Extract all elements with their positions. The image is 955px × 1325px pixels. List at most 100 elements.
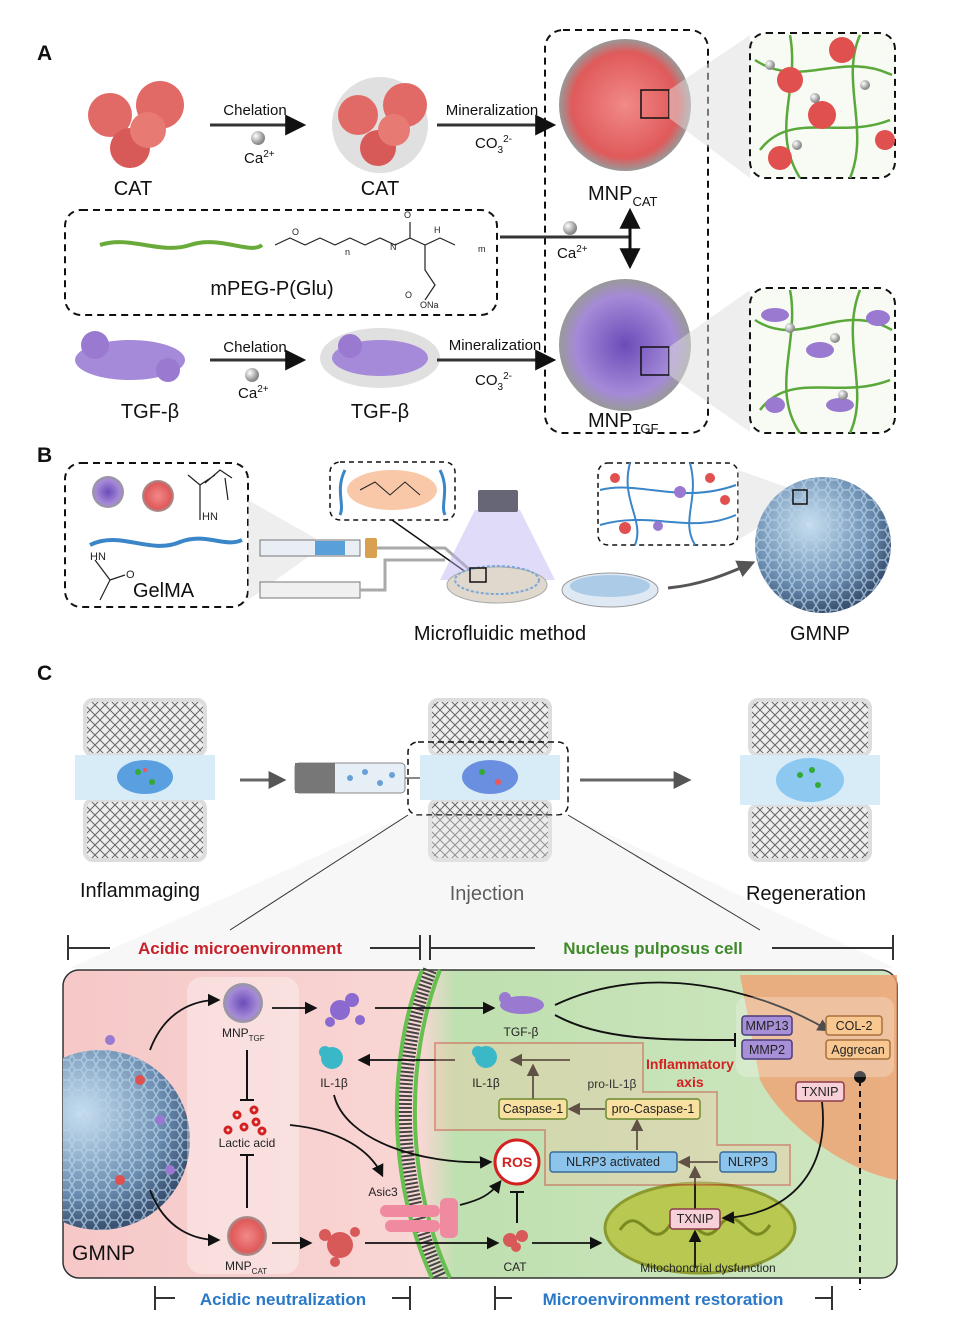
gelma-label: GelMA bbox=[133, 580, 195, 602]
svg-text:Aggrecan: Aggrecan bbox=[831, 1043, 885, 1057]
tgf-released-icon bbox=[325, 993, 365, 1027]
txnip-cell-box: TXNIP bbox=[795, 1081, 845, 1102]
txnip-mito-box: TXNIP bbox=[669, 1208, 721, 1230]
polymer-label: mPEG-P(Glu) bbox=[210, 278, 333, 300]
footer-microenvironment-restoration: Microenvironment restoration bbox=[543, 1290, 784, 1309]
mineralization-label-tgf: Mineralization bbox=[449, 337, 542, 354]
svg-text:MMP2: MMP2 bbox=[749, 1043, 785, 1057]
pathway-arrows bbox=[149, 981, 831, 1268]
asic3-label: Asic3 bbox=[368, 1185, 398, 1199]
mnp-tgf-label: MNPTGF bbox=[588, 410, 659, 436]
header-acidic-microenvironment: Acidic microenvironment bbox=[138, 939, 342, 958]
footer-bracket-left bbox=[154, 1286, 411, 1310]
gmnp-particle-icon bbox=[63, 1035, 190, 1230]
mnp-tgf-sphere bbox=[559, 279, 691, 411]
microfluidic-device-icon bbox=[440, 490, 659, 608]
nlrp3-box: NLRP3 bbox=[719, 1151, 777, 1173]
mnp-cat-icon bbox=[227, 1216, 267, 1256]
spine-injection-icon bbox=[407, 698, 569, 862]
aggrecan-box: Aggrecan bbox=[825, 1039, 891, 1060]
cat-label: CAT bbox=[114, 178, 153, 200]
pro-caspase1-box: pro-Caspase-1 bbox=[605, 1098, 701, 1120]
spine-inflammaging-icon bbox=[75, 698, 215, 862]
gmnp-detail-box bbox=[597, 462, 739, 546]
caspase1-box: Caspase-1 bbox=[498, 1098, 568, 1120]
header-bracket-left bbox=[67, 935, 421, 960]
inflammatory-axis-label-2: axis bbox=[676, 1074, 703, 1090]
collect-arrow bbox=[667, 560, 756, 590]
mitochondrial-dysfunction-label: Mitochondrial dysfunction bbox=[640, 1261, 775, 1275]
chelation-label-cat: Chelation bbox=[223, 102, 286, 119]
tgf-beta-cell-label: TGF-β bbox=[504, 1025, 539, 1039]
il1b-outside-icon bbox=[319, 1046, 343, 1069]
cat-released-icon bbox=[319, 1227, 360, 1267]
cat-cell-label: CAT bbox=[503, 1260, 527, 1274]
gmnp-zoom-cone bbox=[738, 470, 795, 540]
polymer-chain-icon bbox=[99, 240, 264, 250]
mnp-cat-detail-network bbox=[749, 32, 896, 179]
link-dot bbox=[854, 1071, 866, 1083]
mnp-tgf-detail-network bbox=[749, 287, 896, 434]
svg-text:pro-Caspase-1: pro-Caspase-1 bbox=[612, 1102, 695, 1116]
mnp-tgf-panel-label: MNPTGF bbox=[222, 1026, 265, 1043]
panel-label-c: C bbox=[37, 662, 52, 685]
lactic-acid-label: Lactic acid bbox=[219, 1136, 276, 1150]
calcium-ion-icon bbox=[245, 368, 259, 382]
calcium-label-tgf: Ca2+ bbox=[238, 384, 269, 402]
mnp-cat-panel-label: MNPCAT bbox=[225, 1259, 267, 1276]
cat-protein-icon bbox=[88, 81, 184, 168]
chelated-tgf-label: TGF-β bbox=[351, 401, 409, 423]
svg-text:NLRP3: NLRP3 bbox=[728, 1155, 768, 1169]
inflammatory-axis-label-1: Inflammatory bbox=[646, 1056, 734, 1072]
calcium-ion-icon bbox=[251, 131, 265, 145]
tgf-cell-icon bbox=[499, 992, 544, 1014]
footer-bracket-right bbox=[494, 1286, 833, 1310]
syringe-pumps-icon bbox=[259, 538, 471, 599]
crosslink-dashed-box bbox=[329, 461, 471, 576]
svg-text:ONa: ONa bbox=[420, 300, 439, 310]
svg-text:TXNIP: TXNIP bbox=[677, 1212, 714, 1226]
calcium-label-middle: Ca2+ bbox=[557, 244, 588, 262]
chelated-tgf-icon bbox=[320, 328, 440, 388]
calcium-label-cat: Ca2+ bbox=[244, 149, 275, 167]
gmnp-pores bbox=[755, 477, 891, 613]
mnp-cat-sphere bbox=[559, 39, 691, 171]
hn-label-top: HN bbox=[202, 511, 218, 523]
gelma-dashed-box bbox=[64, 462, 249, 608]
mpeg-pglu-structure: O n N O H m O ONa bbox=[274, 210, 486, 310]
syringe-injection-icon bbox=[294, 762, 430, 794]
svg-text:m: m bbox=[478, 244, 486, 254]
ecm-gene-box bbox=[736, 997, 894, 1077]
chelated-cat-icon bbox=[332, 77, 428, 173]
cat-cell-icon bbox=[503, 1230, 528, 1252]
svg-text:O: O bbox=[292, 227, 299, 237]
svg-text:O: O bbox=[405, 290, 412, 300]
chelation-label-tgf: Chelation bbox=[223, 339, 286, 356]
microfluidic-method-label: Microfluidic method bbox=[414, 623, 586, 645]
polymer-dashed-box bbox=[64, 209, 498, 316]
nlrp3-activated-box: NLRP3 activated bbox=[549, 1151, 678, 1173]
svg-text:n: n bbox=[345, 247, 350, 257]
gmnp-zoom-square bbox=[792, 489, 808, 505]
carbonate-label-cat: CO32- bbox=[475, 134, 512, 156]
gmnp-label: GMNP bbox=[790, 623, 850, 645]
stage-regeneration-label: Regeneration bbox=[746, 883, 866, 905]
svg-text:H: H bbox=[434, 225, 441, 235]
svg-text:MMP13: MMP13 bbox=[745, 1019, 788, 1033]
carbonate-label-tgf: CO32- bbox=[475, 371, 512, 393]
tgf-label: TGF-β bbox=[121, 401, 179, 423]
svg-text:NLRP3 activated: NLRP3 activated bbox=[566, 1155, 660, 1169]
asic3-channel-icon bbox=[380, 1198, 458, 1238]
mnp-tgf-zoom-cone bbox=[669, 290, 750, 432]
ros-circle: ROS bbox=[493, 1138, 541, 1186]
mnp-dashed-box bbox=[544, 29, 709, 434]
o-label: O bbox=[126, 569, 135, 581]
inhibition-lines bbox=[240, 1014, 736, 1223]
calcium-ion-icon bbox=[563, 221, 577, 235]
svg-text:TXNIP: TXNIP bbox=[802, 1085, 839, 1099]
mineralization-label-cat: Mineralization bbox=[446, 102, 539, 119]
il1b-outside-label: IL-1β bbox=[320, 1076, 348, 1090]
il1b-inside-icon bbox=[472, 1046, 497, 1068]
hn-label-bottom: HN bbox=[90, 551, 106, 563]
svg-text:COL-2: COL-2 bbox=[836, 1019, 873, 1033]
